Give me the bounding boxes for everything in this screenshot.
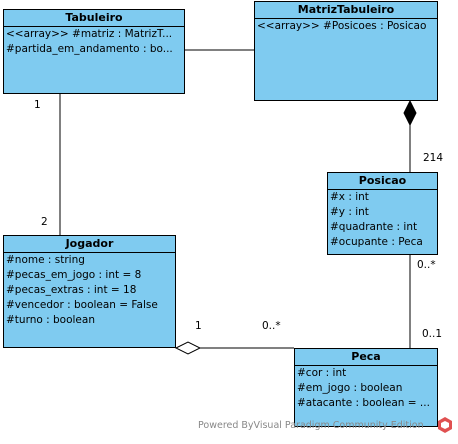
- attr-em-jogo: #em_jogo : boolean: [297, 382, 403, 394]
- attr-posicoes: <<array>> #Posicoes : Posicao: [257, 20, 427, 32]
- multiplicity-jogador-top: 2: [41, 216, 48, 228]
- attr-pecas-em-jogo: #pecas_em_jogo : int = 8: [6, 269, 142, 281]
- class-peca-name: Peca: [295, 349, 437, 366]
- multiplicity-posicao-bottom: 0..*: [417, 259, 436, 271]
- attr-vencedor: #vencedor : boolean = False: [6, 299, 158, 311]
- class-jogador[interactable]: Jogador #nome : string #pecas_em_jogo : …: [3, 235, 176, 348]
- class-tabuleiro[interactable]: Tabuleiro <<array>> #matriz : MatrizT...…: [3, 9, 185, 94]
- visual-paradigm-logo-icon: [438, 417, 452, 433]
- multiplicity-tabuleiro: 1: [34, 99, 41, 111]
- class-matriz-tabuleiro[interactable]: MatrizTabuleiro <<array>> #Posicoes : Po…: [254, 1, 438, 101]
- attr-pecas-extras: #pecas_extras : int = 18: [6, 284, 137, 296]
- class-tabuleiro-name: Tabuleiro: [4, 10, 184, 27]
- attr-turno: #turno : boolean: [6, 314, 95, 326]
- attr-matriz: <<array>> #matriz : MatrizT...: [6, 28, 173, 40]
- attr-nome: #nome : string: [6, 254, 85, 266]
- class-posicao[interactable]: Posicao #x : int #y : int #quadrante : i…: [327, 172, 438, 255]
- aggregation-diamond: [174, 341, 202, 355]
- footer-watermark: Powered ByVisual Paradigm Community Edit…: [198, 420, 424, 431]
- attr-partida-em-andamento: #partida_em_andamento : bo...: [6, 43, 173, 55]
- multiplicity-peca-left: 0..*: [262, 320, 281, 332]
- attr-cor: #cor : int: [297, 367, 347, 379]
- attr-y: #y : int: [330, 206, 369, 218]
- attr-x: #x : int: [330, 191, 369, 203]
- attr-ocupante: #ocupante : Peca: [330, 236, 423, 248]
- class-jogador-name: Jogador: [4, 236, 175, 253]
- multiplicity-peca-top: 0..1: [422, 328, 443, 340]
- attr-quadrante: #quadrante : int: [330, 221, 418, 233]
- composition-diamond: [403, 99, 417, 127]
- multiplicity-posicao-214: 214: [423, 152, 444, 164]
- attr-atacante: #atacante : boolean = ...: [297, 397, 430, 409]
- class-peca[interactable]: Peca #cor : int #em_jogo : boolean #atac…: [294, 348, 438, 427]
- multiplicity-jogador-right: 1: [195, 320, 202, 332]
- class-matriz-name: MatrizTabuleiro: [255, 2, 437, 19]
- class-posicao-name: Posicao: [328, 173, 437, 190]
